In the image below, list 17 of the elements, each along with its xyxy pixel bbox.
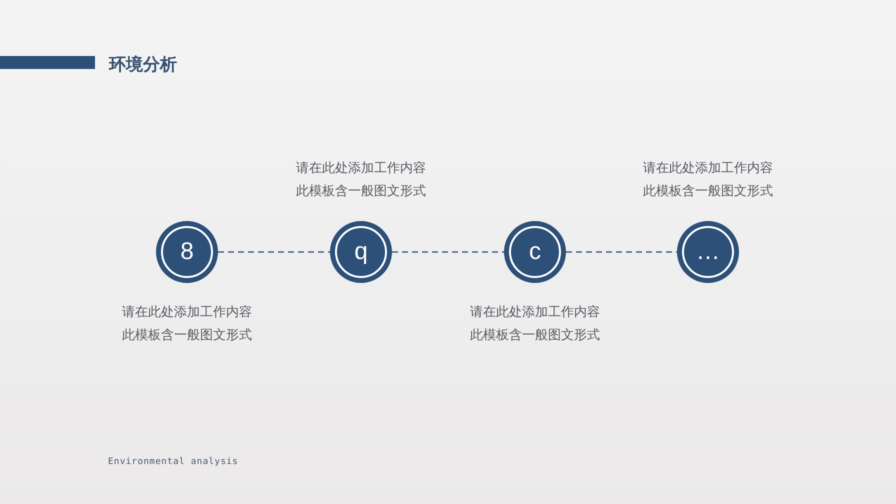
dashed-connector	[392, 251, 504, 253]
description-text: 请在此处添加工作内容	[122, 304, 252, 321]
description-text: 此模板含一般图文形式	[643, 183, 773, 200]
circle-symbol: q	[354, 240, 368, 264]
description-text: 请在此处添加工作内容	[470, 304, 600, 321]
circle-symbol: …	[696, 240, 720, 264]
circle-symbol: c	[529, 240, 541, 264]
dashed-connector	[218, 251, 330, 253]
footer-text: Environmental analysis	[108, 456, 238, 469]
description-text: 此模板含一般图文形式	[122, 327, 252, 344]
dashed-connector	[566, 251, 677, 253]
description-text: 此模板含一般图文形式	[470, 327, 600, 344]
description-text: 请在此处添加工作内容	[643, 160, 773, 177]
circle-symbol: 8	[180, 240, 194, 264]
title: 环境分析	[109, 54, 177, 77]
description-text: 请在此处添加工作内容	[296, 160, 426, 177]
description-text: 此模板含一般图文形式	[296, 183, 426, 200]
